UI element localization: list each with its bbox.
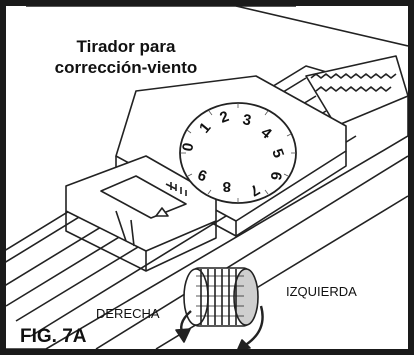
dial-number-0: 0	[179, 142, 197, 153]
dial-number-6: 6	[267, 170, 285, 181]
dial-number-3: 3	[241, 111, 252, 129]
rail-top-edge	[235, 6, 408, 47]
serrated-ridge	[305, 55, 408, 127]
figure-title: Tirador para corrección-viento	[54, 37, 198, 77]
dial-number-8: 8	[223, 178, 231, 195]
arrow-right-rotation	[175, 310, 192, 343]
label-left-direction: IZQUIERDA	[286, 284, 357, 299]
sight-saddle	[65, 155, 217, 272]
figure-number: FIG. 7A	[20, 326, 87, 347]
windage-knob-illustration: 0 1 2 3 4 5 6 7 8 9	[6, 6, 408, 349]
label-right-direction: DERECHA	[96, 306, 160, 321]
windage-knob[interactable]	[183, 267, 259, 327]
arrow-left-rotation	[237, 305, 264, 349]
elevation-dial[interactable]: 0 1 2 3 4 5 6 7 8 9	[179, 102, 297, 204]
